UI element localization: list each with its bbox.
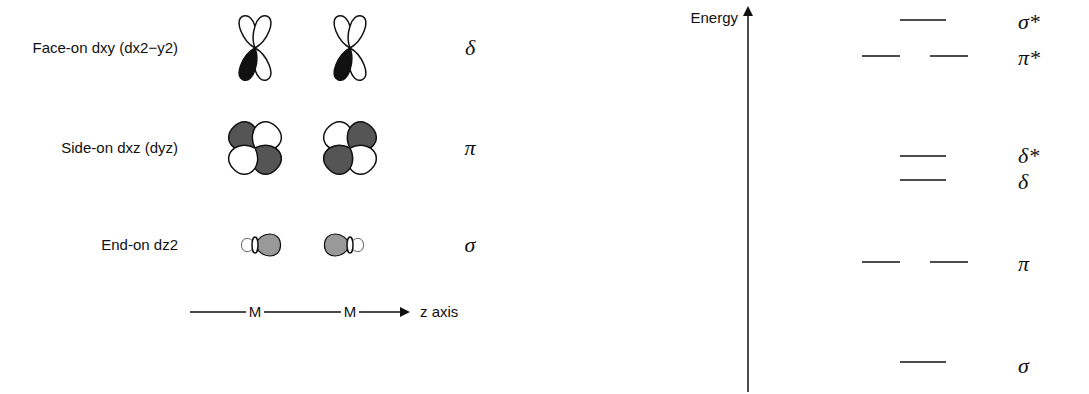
bond-type: π (464, 135, 475, 160)
metal-atom: M (246, 303, 265, 320)
dz2-orbital (325, 234, 364, 256)
z-axis-line (190, 311, 408, 313)
energy-axis (747, 8, 749, 392)
mo-label: δ (1018, 169, 1028, 194)
row-label: End-on dz2 (101, 236, 178, 253)
mo-label: δ* (1018, 143, 1039, 168)
axis-label: Energy (690, 9, 738, 26)
mo-label: σ* (1018, 9, 1040, 34)
row-label: Side-on dxz (dyz) (61, 139, 178, 156)
metal-atom: M (341, 303, 360, 320)
mo-label: π* (1018, 45, 1040, 70)
dxy-orbital (236, 13, 273, 82)
mo-label: π (1018, 251, 1029, 276)
energy-levels (862, 20, 968, 362)
axis-label: z axis (420, 303, 458, 320)
row-label: Face-on dxy (dx2−y2) (33, 39, 178, 56)
dxz-orbital (223, 116, 286, 179)
dxz-orbital (318, 116, 381, 179)
dz2-orbital (242, 234, 281, 256)
bond-type: σ (465, 232, 476, 257)
bond-type: δ (465, 35, 475, 60)
dxy-orbital (331, 13, 368, 82)
mo-label: σ (1018, 353, 1029, 378)
